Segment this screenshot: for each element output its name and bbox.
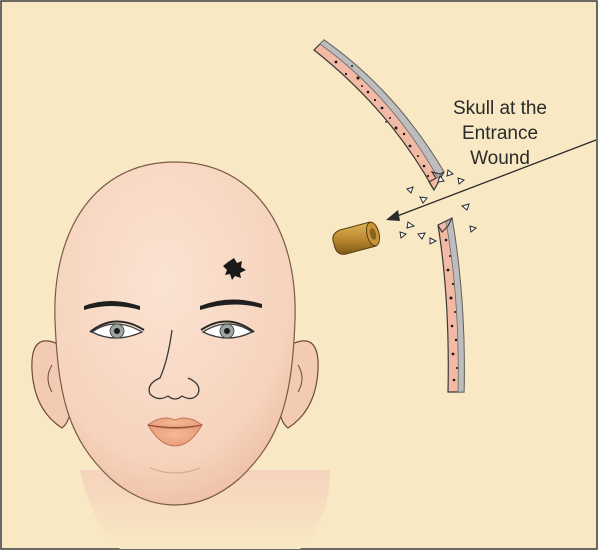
caption-line-3: Wound xyxy=(470,148,530,169)
head xyxy=(55,162,295,505)
caption-line-1: Skull at the xyxy=(453,98,547,119)
caption-line-2: Entrance xyxy=(462,123,538,144)
